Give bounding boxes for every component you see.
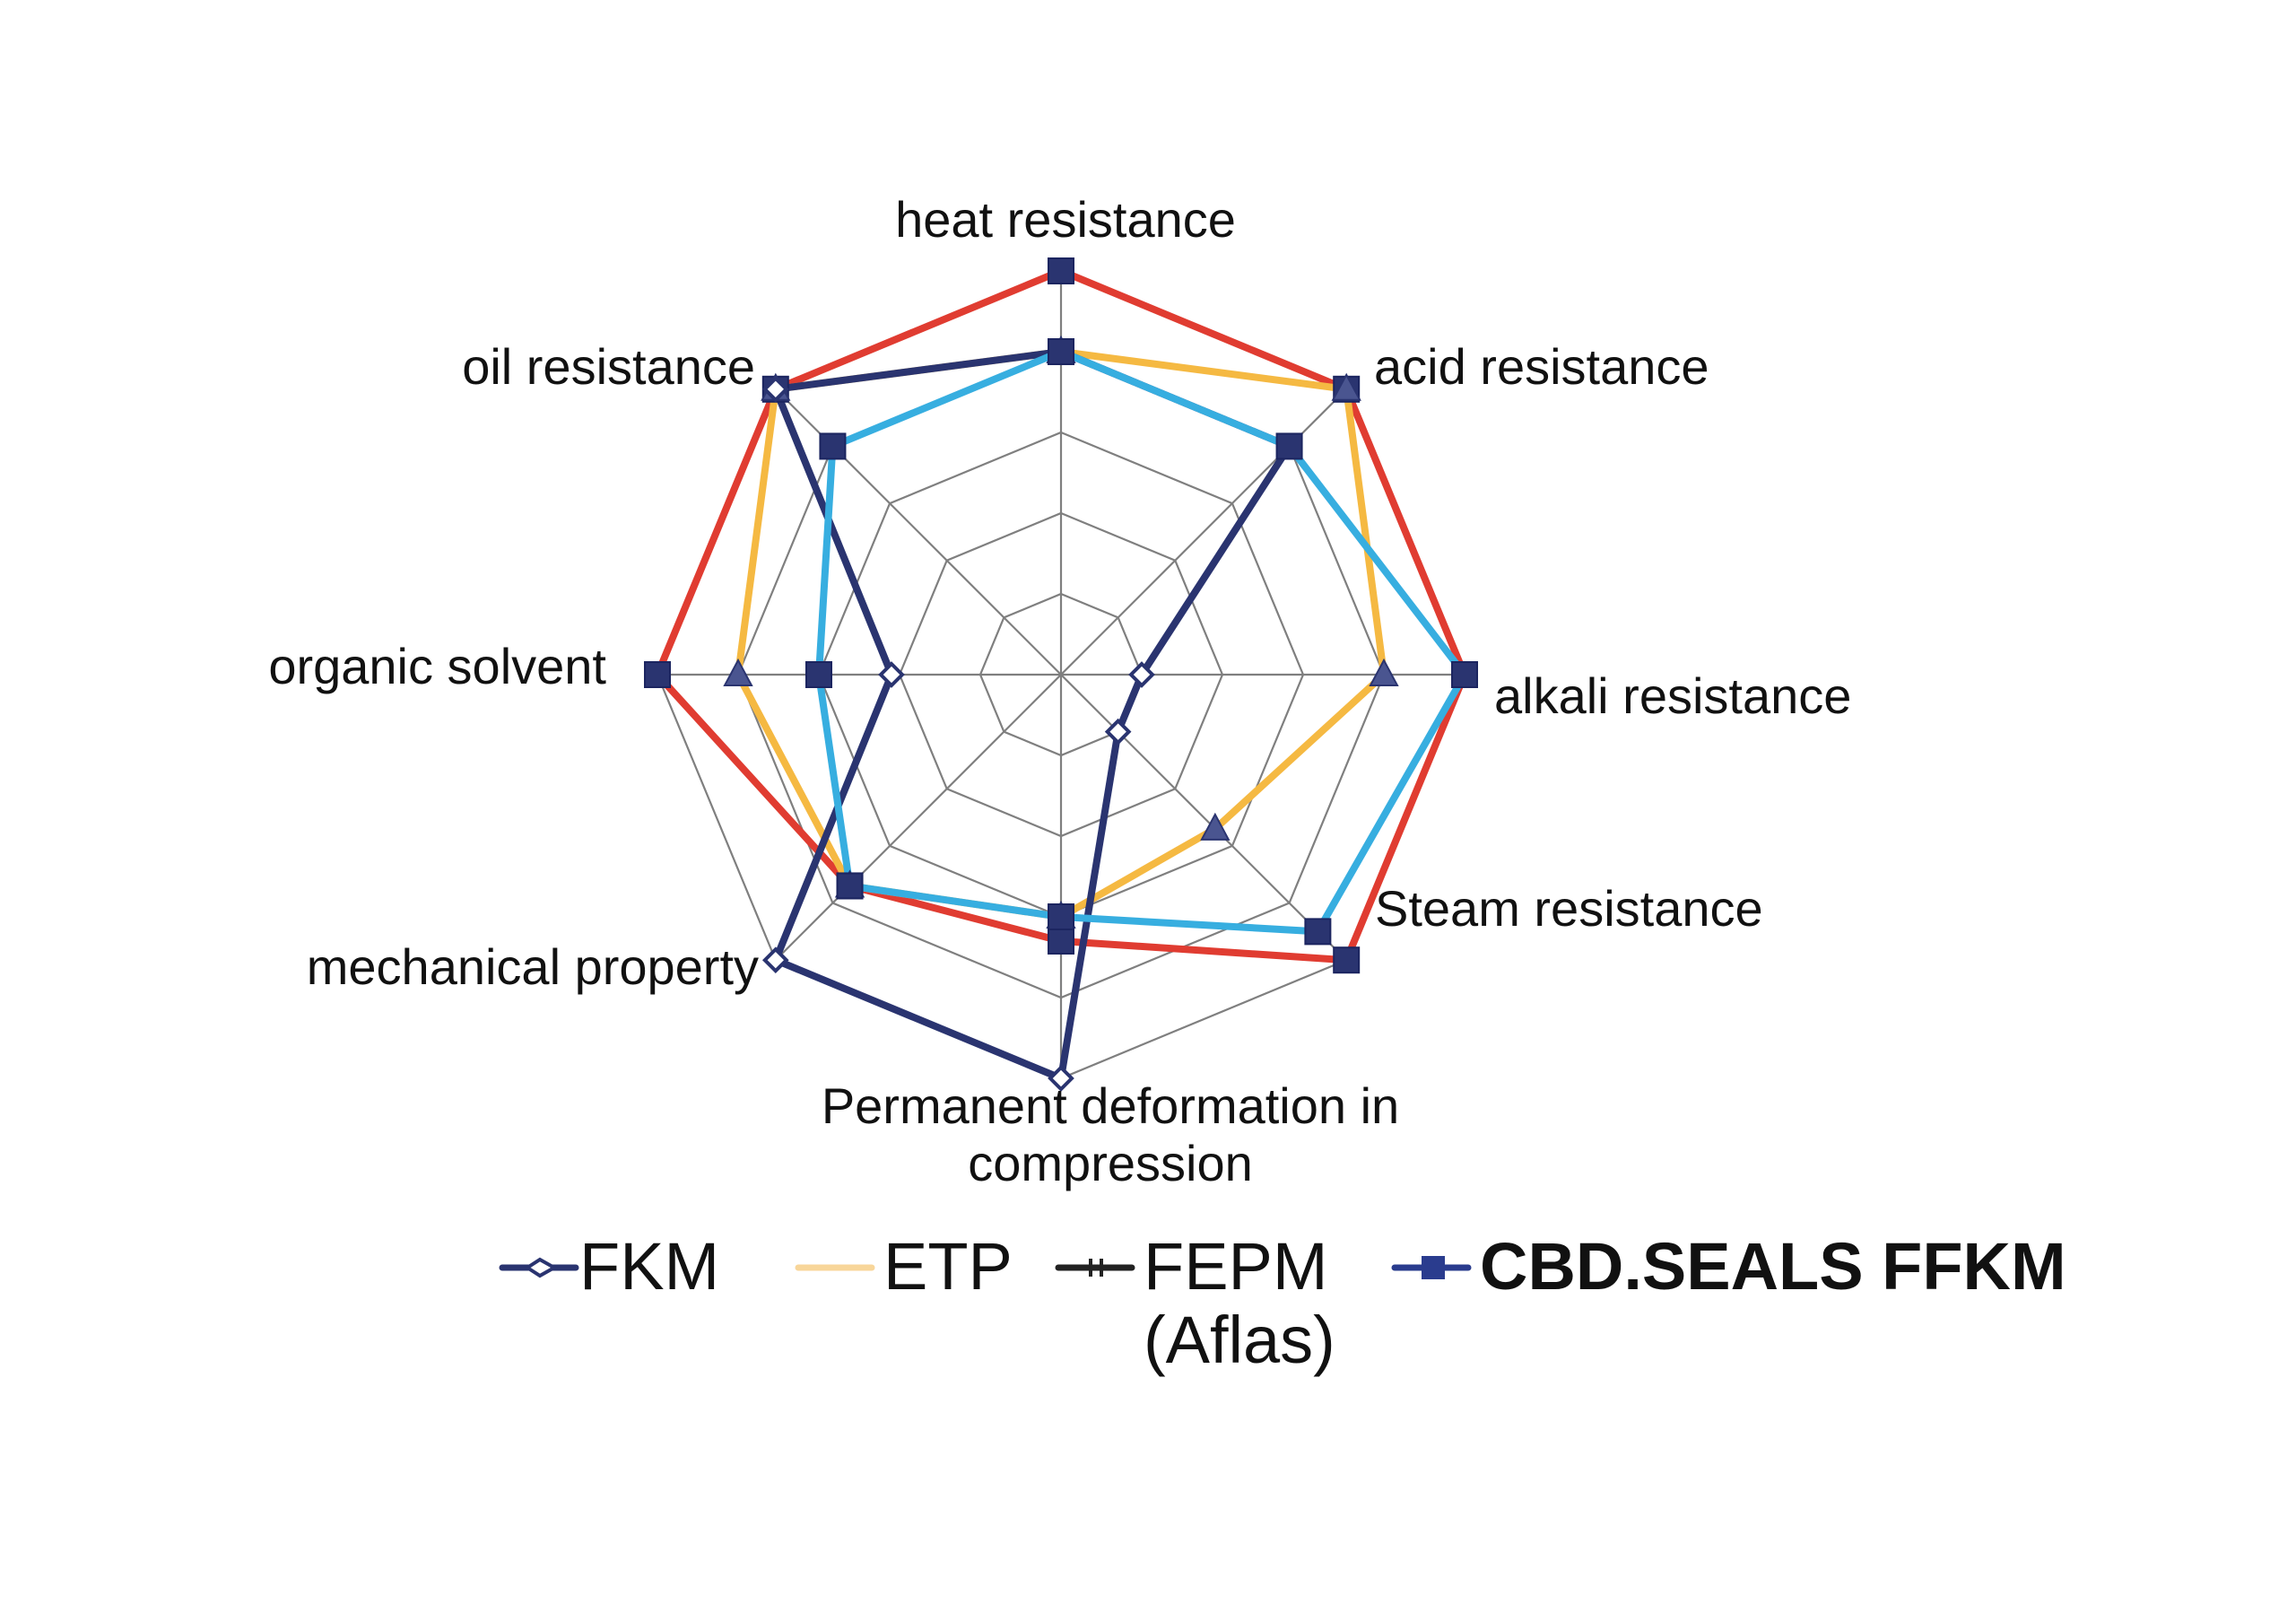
series-marker: [805, 661, 832, 688]
axis-label: acid resistance: [1374, 338, 1709, 395]
axis-label: Steam resistance: [1375, 880, 1763, 937]
axis-label-line: Steam resistance: [1375, 880, 1763, 937]
legend-label: ETP: [883, 1229, 1013, 1304]
axis-label: oil resistance: [462, 338, 755, 395]
series-marker: [644, 661, 671, 688]
legend-label: FEPM(Aflas): [1144, 1229, 1335, 1377]
legend-label: CBD.SEALS FFKM: [1480, 1229, 2066, 1304]
legend: FKM ETP FEPM(Aflas) CBD.SEALS FFKM: [499, 1229, 2066, 1377]
series-marker: [1048, 338, 1074, 365]
series-marker: [1048, 903, 1074, 930]
series-marker: [1275, 432, 1303, 460]
grid-spoke: [775, 674, 1062, 961]
legend-label: FKM: [579, 1229, 719, 1304]
series-marker: [819, 432, 847, 460]
series-marker: [1128, 661, 1155, 688]
legend-label-line: FEPM: [1144, 1229, 1328, 1304]
series-marker: [1451, 661, 1478, 688]
axis-label-line: oil resistance: [462, 338, 755, 395]
legend-swatch-marker: [1422, 1256, 1445, 1279]
legend-swatch-marker: [524, 1257, 559, 1278]
axis-label-line: compression: [968, 1135, 1252, 1191]
series-marker: [761, 946, 789, 974]
legend-label-line: CBD.SEALS FFKM: [1480, 1229, 2066, 1304]
series-marker: [1333, 946, 1361, 974]
axis-label: alkali resistance: [1494, 667, 1851, 724]
series-marker: [1104, 718, 1132, 746]
axis-label: heat resistance: [895, 191, 1236, 248]
axis-labels: heat resistance acid resistance alkali res…: [268, 191, 1851, 1191]
axis-label: organic solvent: [268, 638, 606, 694]
series-marker: [1048, 257, 1074, 284]
legend-label-line: (Aflas): [1144, 1303, 1335, 1377]
legend-label-line: FKM: [579, 1229, 719, 1304]
series-marker: [836, 872, 864, 900]
legend-swatch: [1055, 1259, 1135, 1277]
axis-label-line: heat resistance: [895, 191, 1236, 248]
axis-label: mechanical property: [307, 938, 759, 995]
series-marker: [723, 658, 753, 686]
series-line: [771, 348, 1293, 1082]
axis-label-line: Permanent deformation in: [822, 1077, 1399, 1134]
series-marker: [1200, 812, 1231, 841]
series-marker: [1369, 658, 1399, 686]
series-marker: [1048, 1065, 1074, 1092]
axis-label-line: alkali resistance: [1494, 667, 1851, 724]
legend-swatch: [1391, 1256, 1472, 1279]
radar-markers: [644, 257, 1478, 1092]
legend-swatch: [499, 1257, 579, 1278]
series-marker: [1304, 918, 1332, 946]
axis-label-line: mechanical property: [307, 938, 759, 995]
series-marker: [878, 661, 905, 688]
series-marker: [1331, 372, 1361, 401]
legend-label-line: ETP: [883, 1229, 1013, 1304]
axis-label-line: acid resistance: [1374, 338, 1709, 395]
series-marker: [761, 375, 789, 403]
series-marker: [1048, 928, 1074, 955]
grid-spoke: [1060, 674, 1347, 961]
axis-label-line: organic solvent: [268, 638, 606, 694]
